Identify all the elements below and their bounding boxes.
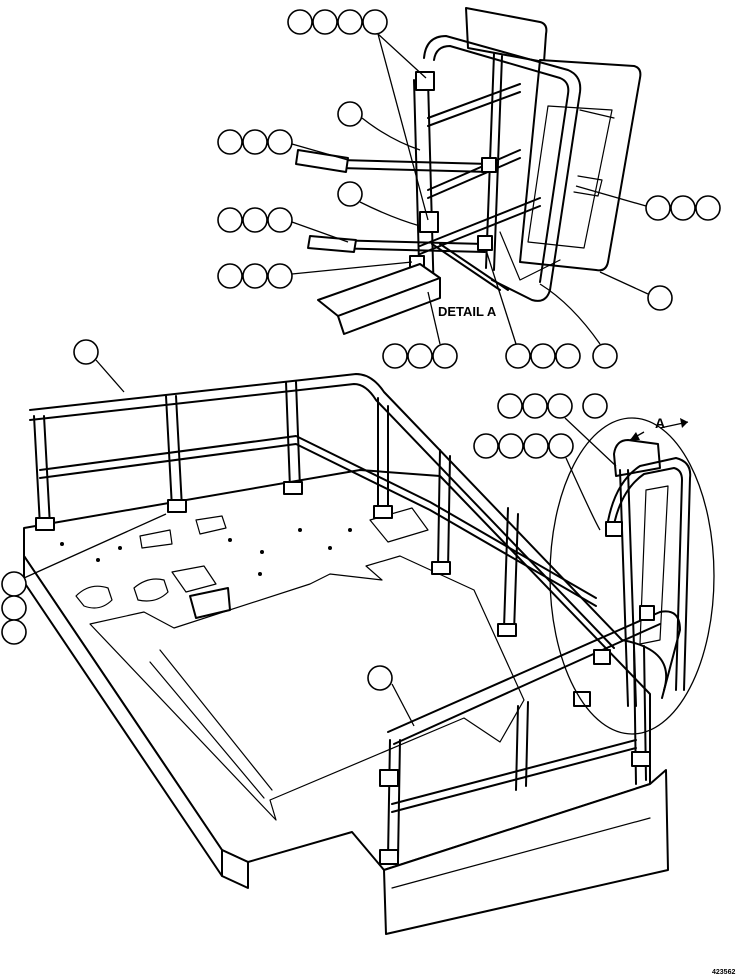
figure-id: 423562 (712, 969, 735, 976)
main-view-callouts (1, 339, 617, 727)
detail-a-view: DETAIL A (295, 7, 642, 335)
detail-a-boundary (549, 417, 715, 735)
detail-a-callouts (217, 9, 721, 369)
platform-assembly (23, 373, 692, 935)
view-letter-a: A (655, 415, 665, 431)
detail-a-label: DETAIL A (438, 304, 497, 319)
